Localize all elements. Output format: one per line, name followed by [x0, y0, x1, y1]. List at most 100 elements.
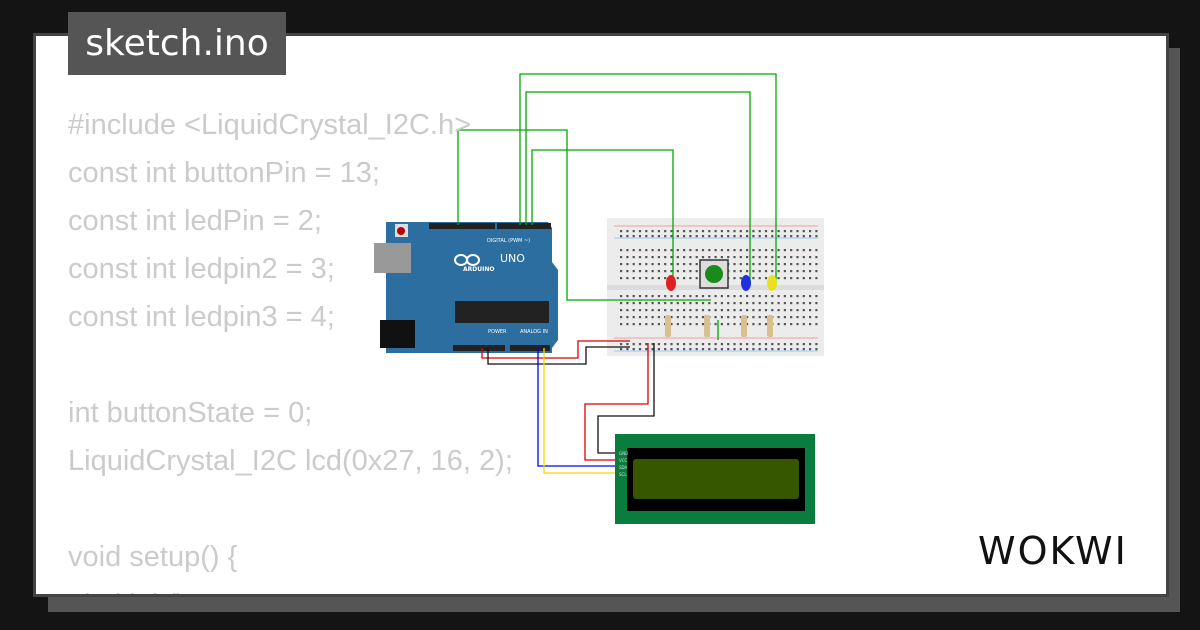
breadboard-hole	[657, 230, 660, 233]
breadboard-hole	[683, 348, 686, 351]
breadboard-hole	[626, 235, 629, 238]
breadboard-hole	[809, 263, 812, 266]
breadboard-hole	[777, 277, 780, 280]
breadboard-hole	[752, 235, 755, 238]
breadboard-hole	[720, 235, 723, 238]
breadboard-hole	[777, 348, 780, 351]
breadboard-hole	[714, 295, 717, 298]
breadboard-hole	[626, 256, 629, 259]
breadboard-hole	[733, 256, 736, 259]
breadboard-hole	[670, 235, 673, 238]
breadboard-hole	[701, 249, 705, 252]
breadboard-hole	[683, 263, 686, 266]
breadboard-hole	[701, 295, 705, 298]
breadboard-hole	[802, 256, 805, 259]
breadboard-hole	[727, 343, 730, 346]
code-line: const int ledpin3 = 4;	[68, 301, 335, 333]
breadboard-hole	[764, 348, 768, 351]
breadboard-hole	[764, 230, 768, 233]
breadboard-hole	[802, 270, 805, 273]
code-line: const int ledpin2 = 3;	[68, 253, 335, 285]
breadboard-hole	[670, 256, 673, 259]
breadboard-hole	[645, 309, 648, 312]
breadboard-hole	[777, 323, 780, 326]
breadboard-hole	[638, 277, 642, 280]
breadboard-hole	[796, 230, 799, 233]
breadboard-hole	[802, 348, 805, 351]
breadboard-hole	[620, 323, 623, 326]
breadboard-hole	[638, 295, 642, 298]
breadboard-hole	[620, 295, 623, 298]
breadboard-hole	[620, 263, 623, 266]
breadboard-hole	[815, 295, 818, 298]
breadboard-hole	[670, 323, 673, 326]
breadboard-hole	[758, 270, 761, 273]
breadboard-hole	[739, 309, 742, 312]
breadboard-hole	[758, 295, 761, 298]
breadboard-hole	[815, 270, 818, 273]
breadboard-hole	[758, 309, 761, 312]
breadboard-hole	[620, 235, 623, 238]
breadboard-hole	[695, 263, 698, 266]
lcd-pin-vcc: VCC	[619, 458, 628, 463]
breadboard-hole	[739, 316, 742, 319]
breadboard-hole	[620, 256, 623, 259]
breadboard-hole	[764, 316, 768, 319]
breadboard-hole	[638, 343, 642, 346]
breadboard-hole	[683, 249, 686, 252]
breadboard-hole	[632, 230, 635, 233]
pushbutton[interactable]	[699, 259, 729, 289]
breadboard-hole	[802, 302, 805, 305]
breadboard-hole	[670, 295, 673, 298]
breadboard-hole	[676, 309, 679, 312]
breadboard-hole	[714, 235, 717, 238]
breadboard-hole	[790, 323, 793, 326]
breadboard-hole	[638, 235, 642, 238]
breadboard-hole	[777, 263, 780, 266]
breadboard-hole	[720, 249, 723, 252]
breadboard-hole	[764, 270, 768, 273]
breadboard-hole	[777, 270, 780, 273]
breadboard-hole	[815, 302, 818, 305]
breadboard-hole	[727, 323, 730, 326]
breadboard-hole	[720, 323, 723, 326]
breadboard-hole	[645, 277, 648, 280]
breadboard-hole	[651, 263, 654, 266]
breadboard-hole	[701, 235, 705, 238]
breadboard-hole	[764, 256, 768, 259]
breadboard-hole	[746, 235, 749, 238]
code-line	[68, 485, 513, 533]
breadboard-hole	[727, 295, 730, 298]
breadboard-hole	[783, 263, 786, 266]
breadboard-hole	[720, 316, 723, 319]
breadboard-hole	[790, 348, 793, 351]
breadboard-hole	[777, 302, 780, 305]
breadboard-hole	[777, 316, 780, 319]
breadboard-hole	[733, 316, 736, 319]
breadboard-hole	[771, 295, 774, 298]
breadboard-hole	[752, 348, 755, 351]
breadboard-hole	[802, 235, 805, 238]
breadboard-hole	[771, 302, 774, 305]
breadboard-hole	[758, 348, 761, 351]
breadboard-hole	[651, 316, 654, 319]
breadboard-hole	[689, 256, 692, 259]
breadboard-hole	[815, 230, 818, 233]
breadboard-hole	[815, 277, 818, 280]
breadboard-hole	[815, 343, 818, 346]
breadboard-hole	[632, 302, 635, 305]
breadboard-hole	[664, 249, 667, 252]
breadboard-hole	[752, 316, 755, 319]
breadboard-hole	[739, 256, 742, 259]
breadboard-hole	[695, 270, 698, 273]
breadboard-hole	[664, 235, 667, 238]
breadboard-hole	[632, 348, 635, 351]
led-red	[666, 275, 676, 291]
breadboard-hole	[783, 270, 786, 273]
breadboard-hole	[683, 316, 686, 319]
breadboard-hole	[689, 270, 692, 273]
breadboard-hole	[683, 270, 686, 273]
breadboard-hole	[651, 230, 654, 233]
breadboard-hole	[790, 256, 793, 259]
analog-label: ANALOG IN	[520, 329, 548, 335]
